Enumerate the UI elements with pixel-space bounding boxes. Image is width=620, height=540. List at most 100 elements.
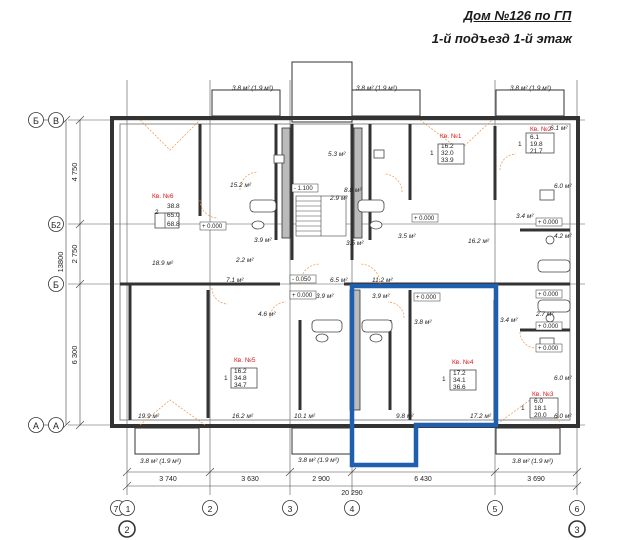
- room-area: 4.2 м²: [554, 233, 572, 240]
- axis-bubble: [119, 500, 135, 516]
- axis-bubble: [282, 500, 298, 516]
- axis-label-row: Б: [53, 280, 59, 290]
- apartment-gross-area: 33.9: [441, 157, 454, 164]
- apartment-total-area: 34.1: [453, 377, 466, 384]
- dim-h-1: 3 740: [159, 476, 177, 483]
- apartment-rooms: 1: [224, 375, 228, 382]
- axis-label-row: В: [53, 116, 59, 126]
- dim-h-3: 2 900: [312, 476, 330, 483]
- room-area: 3.5 м²: [346, 240, 364, 247]
- apartment-gross-area: 21.7: [530, 148, 543, 155]
- room-area: 2.9 м²: [329, 195, 348, 202]
- dim-h-2: 3 630: [241, 476, 259, 483]
- room-area: 10.1 м²: [294, 413, 316, 420]
- apartment-living-area: 16.2: [441, 143, 454, 150]
- dim-v-total: 13800: [56, 252, 65, 273]
- axis-bubble: [48, 417, 64, 433]
- axis-label-col: 1: [126, 504, 131, 514]
- highlighted-apartment-outline[interactable]: [349, 283, 499, 468]
- exterior-walls: [110, 116, 580, 428]
- room-area: 2.2 м²: [235, 257, 254, 264]
- apartment-gross-area: 36.6: [453, 384, 466, 391]
- dim-v-3: 6 300: [70, 346, 79, 365]
- room-area: 6.5 м²: [330, 277, 348, 284]
- room-area: 4.6 м²: [258, 311, 276, 318]
- level-marks: - 1.100 + 0.000 + 0.000 + 0.000 - 0.050 …: [199, 183, 563, 353]
- room-area: 16.2 м²: [232, 413, 254, 420]
- room-area: 15.2 м²: [230, 182, 252, 189]
- apartment-rooms: 2: [155, 209, 159, 216]
- apartment-gross-area: 34.7: [234, 382, 247, 389]
- apartment-rooms: 1: [521, 405, 525, 412]
- plan-header: Дом №126 по ГП 1-й подъезд 1-й этаж: [432, 8, 572, 46]
- axis-label-left: Б: [33, 116, 39, 126]
- apartment-title: Кв. №1: [440, 133, 462, 140]
- axis-label-left: А: [33, 421, 39, 431]
- apartment-gross-area: 20.0: [534, 412, 547, 419]
- axis-label-col: 5: [493, 504, 498, 514]
- staircase: [295, 195, 347, 237]
- level-mark: + 0.000: [292, 293, 313, 299]
- apartment-total-area: 65.0: [167, 212, 180, 219]
- room-area: 11.2 м²: [372, 277, 393, 284]
- room-area: 3.8 м²: [414, 319, 432, 326]
- axis-label-col: 3: [288, 504, 293, 514]
- balcony-area: 3.8 м² (1.9 м²): [140, 458, 181, 465]
- apartment-gross-area: 68.8: [167, 221, 180, 228]
- vertical-dimensions: [61, 115, 85, 430]
- room-area: 3.9 м²: [254, 237, 272, 244]
- level-mark: + 0.000: [538, 292, 559, 298]
- axis-bubble-circled: [118, 520, 136, 538]
- level-mark: + 0.000: [414, 216, 435, 222]
- axis-bubble: [202, 500, 218, 516]
- room-area: 7.1 м²: [226, 277, 244, 284]
- apartment-living-area: 6.0: [534, 398, 543, 405]
- room-area: 5.3 м²: [328, 151, 346, 158]
- room-area: 2.7 м²: [535, 311, 554, 318]
- apartment-title: Кв. №5: [234, 357, 256, 364]
- level-mark: - 1.100: [294, 186, 313, 192]
- top-balconies: [211, 89, 565, 117]
- apartment-label-boxes: [154, 132, 559, 419]
- horizontal-dimensions: [122, 467, 582, 491]
- axis-label-circled: 3: [574, 525, 579, 535]
- axis-bubble: [48, 276, 64, 292]
- sanitary-fixtures: [249, 149, 571, 349]
- apartment-rooms: 1: [442, 376, 446, 383]
- room-area: 9.8 м²: [396, 413, 414, 420]
- apartment-rooms: 1: [518, 141, 522, 148]
- balcony-area: 3.8 м² (1.9 м²): [510, 85, 551, 92]
- room-area: 3.9 м²: [316, 293, 334, 300]
- apartment-living-area: 6.1: [530, 134, 539, 141]
- level-mark: + 0.000: [538, 324, 559, 330]
- room-area: 8.8 м²: [344, 187, 362, 194]
- bottom-axis-markers: 7 1 2 3 4 5 6 2 3: [110, 500, 586, 538]
- room-area: 6.0 м²: [554, 413, 572, 420]
- apartment-total-area: 34.8: [234, 375, 247, 382]
- axis-bubble: [28, 417, 44, 433]
- apartment-title: Кв. №6: [152, 193, 174, 200]
- axis-label-row: А: [53, 421, 59, 431]
- house-title: Дом №126 по ГП: [463, 8, 572, 23]
- dim-v-2: 2 750: [70, 245, 79, 264]
- apartment-rooms: 1: [430, 150, 434, 157]
- dim-h-4: 6 430: [414, 476, 432, 483]
- room-area: 6.0 м²: [554, 375, 572, 382]
- axis-bubble: [48, 112, 64, 128]
- level-mark: + 0.000: [538, 220, 559, 226]
- room-area: 3.9 м²: [372, 293, 390, 300]
- balcony-area: 3.8 м² (1.9 м²): [232, 85, 273, 92]
- level-mark: + 0.000: [416, 295, 437, 301]
- room-area: 16.2 м²: [468, 238, 490, 245]
- exterior-wall-inner: [119, 123, 571, 421]
- dim-v-1: 4 750: [70, 163, 79, 182]
- axis-label-col: 4: [350, 504, 355, 514]
- room-area: 3.4 м²: [500, 317, 518, 324]
- level-mark: + 0.000: [538, 346, 559, 352]
- room-area: 3.4 м²: [516, 213, 534, 220]
- room-area: 17.2 м²: [470, 413, 492, 420]
- axis-bubble: [487, 500, 503, 516]
- room-areas: 15.2 м² 18.9 м² 2.2 м² 3.9 м² 5.3 м² 2.9…: [138, 125, 572, 420]
- level-mark: + 0.000: [202, 224, 223, 230]
